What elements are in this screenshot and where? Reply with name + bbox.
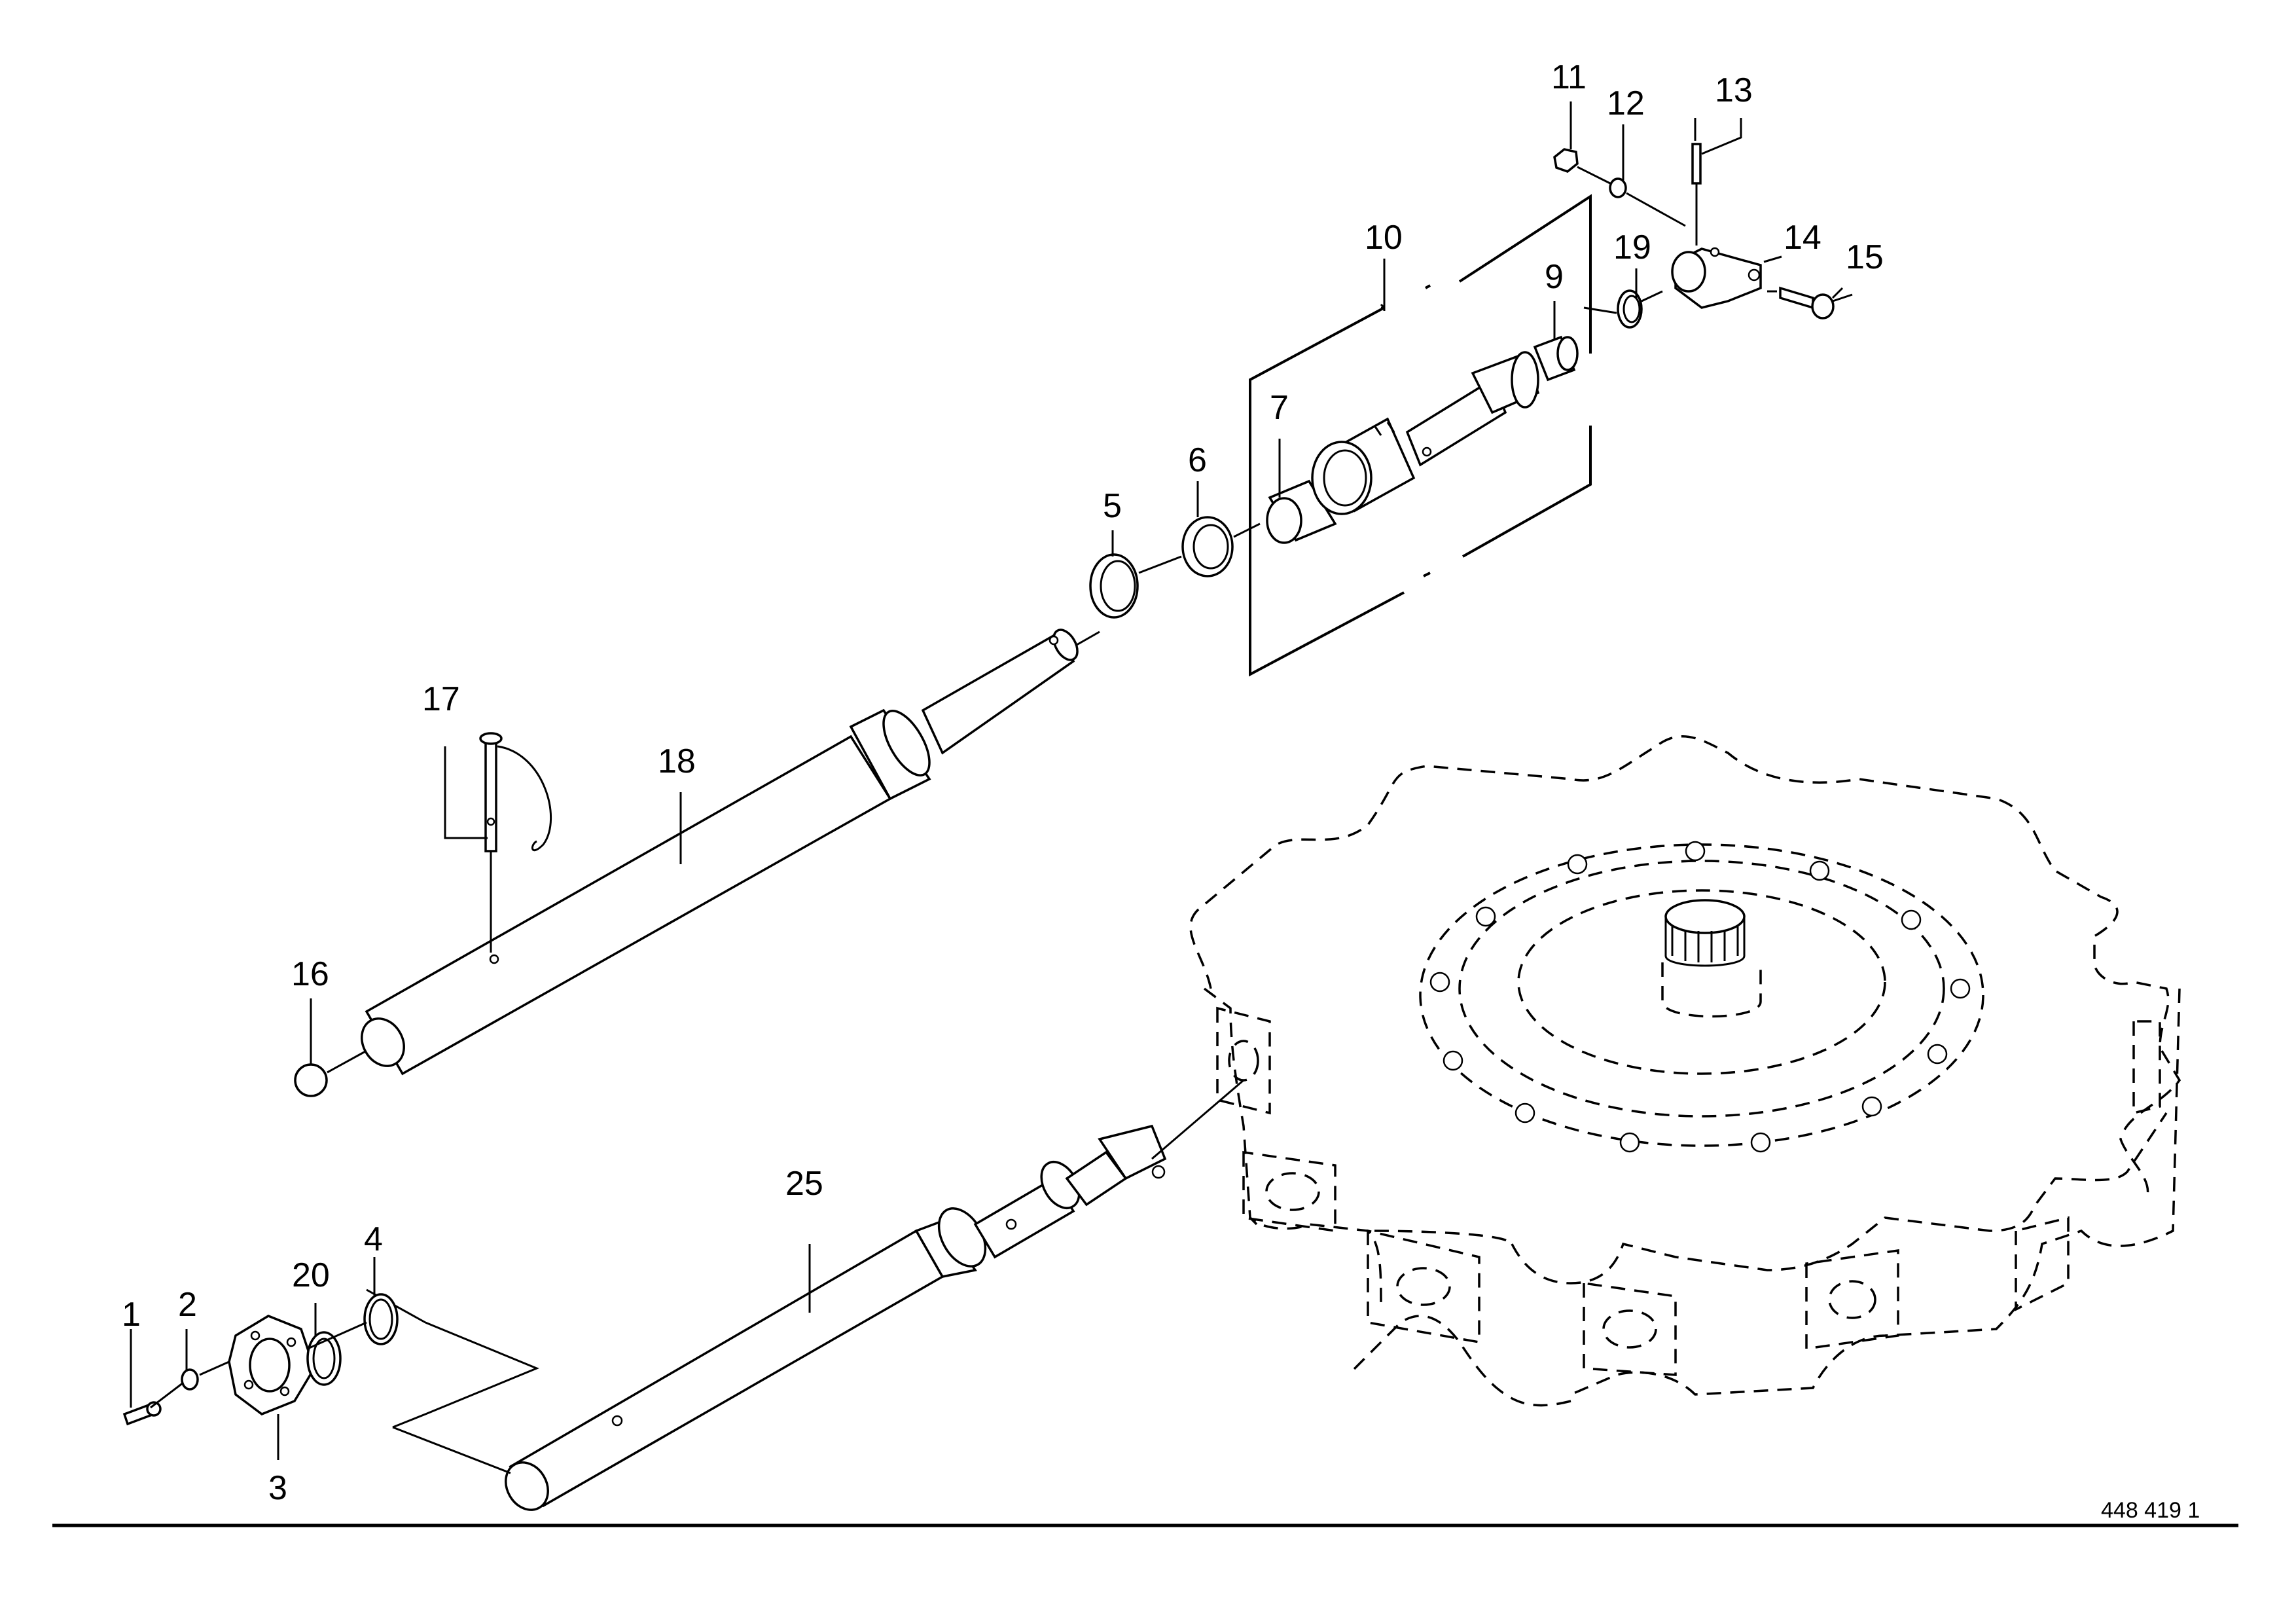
plug-16 xyxy=(294,1049,367,1097)
washer-5 xyxy=(1089,553,1139,619)
leader-lines xyxy=(130,101,1844,1460)
callout-labels: 1 2 3 4 5 6 7 9 10 11 12 13 14 15 16 17 … xyxy=(122,58,1884,1507)
o-ring-20 xyxy=(306,1331,342,1386)
lower-drive-shaft xyxy=(366,1079,1244,1511)
callout-7: 7 xyxy=(1270,389,1289,427)
callout-18: 18 xyxy=(658,742,696,780)
screw-15 xyxy=(1779,286,1835,319)
washer-6 xyxy=(1181,516,1234,577)
callout-3: 3 xyxy=(268,1469,287,1507)
bracket-10-outline xyxy=(1249,194,1592,677)
clamp-lever-14 xyxy=(1671,247,1762,309)
screw-1 xyxy=(122,1401,162,1426)
callout-10: 10 xyxy=(1365,219,1403,257)
callout-1: 1 xyxy=(122,1296,141,1334)
nut-11 xyxy=(1553,148,1579,173)
lock-pin xyxy=(479,732,552,953)
callout-4: 4 xyxy=(364,1220,383,1258)
upper-shaft xyxy=(361,629,1100,1076)
callout-16: 16 xyxy=(291,955,329,993)
bushing-7 xyxy=(1266,479,1337,544)
bushing-9 xyxy=(1533,335,1579,382)
callout-12: 12 xyxy=(1607,84,1645,122)
callout-6: 6 xyxy=(1188,441,1207,479)
callout-2: 2 xyxy=(178,1286,197,1324)
rotor-assembly xyxy=(1189,735,2181,1407)
document-number: 448 419 1 xyxy=(2101,1498,2200,1523)
callout-13: 13 xyxy=(1715,71,1753,109)
callout-20: 20 xyxy=(292,1256,330,1294)
callout-11: 11 xyxy=(1551,58,1587,96)
washer-2 xyxy=(181,1368,199,1391)
bearing-housing-10 xyxy=(1311,351,1540,515)
washer-12 xyxy=(1609,177,1627,198)
flange-plate xyxy=(228,1315,315,1415)
o-ring-19 xyxy=(1617,289,1643,329)
callout-17: 17 xyxy=(422,680,460,718)
callout-9: 9 xyxy=(1545,258,1564,296)
o-ring-4 xyxy=(363,1293,399,1345)
callout-14: 14 xyxy=(1784,219,1821,257)
roll-pin-13 xyxy=(1691,143,1702,246)
rotor-bolts xyxy=(1429,841,1971,1153)
callout-5: 5 xyxy=(1103,487,1122,525)
callout-15: 15 xyxy=(1846,238,1884,276)
callout-19: 19 xyxy=(1613,228,1651,266)
callout-25: 25 xyxy=(785,1165,823,1203)
